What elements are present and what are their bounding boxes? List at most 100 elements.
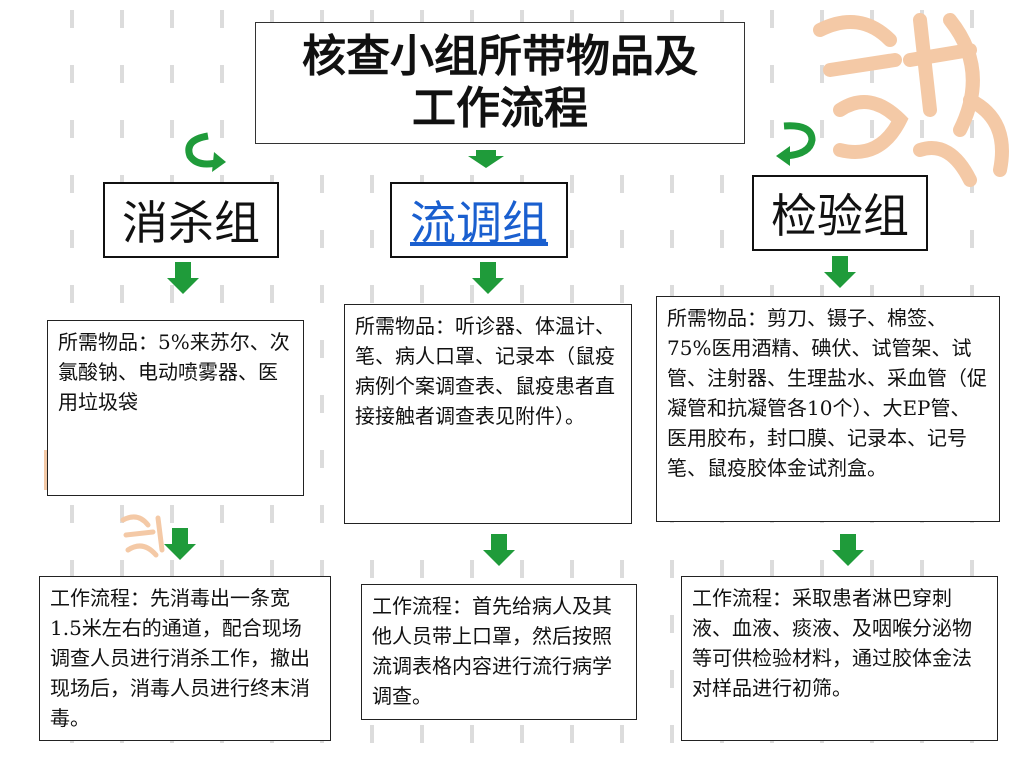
- background-tick: [270, 10, 274, 28]
- group-box-epidemiology[interactable]: 流调组: [390, 182, 568, 258]
- background-tick: [470, 285, 474, 303]
- background-tick: [670, 560, 674, 578]
- group-box-disinfection: 消杀组: [103, 182, 279, 258]
- background-tick: [620, 175, 624, 193]
- background-tick: [420, 725, 424, 743]
- background-tick: [120, 505, 124, 523]
- background-tick: [70, 175, 74, 193]
- background-tick: [570, 10, 574, 28]
- background-tick: [670, 670, 674, 688]
- background-tick: [320, 340, 324, 358]
- background-tick: [470, 10, 474, 28]
- down-arrow-icon: [832, 534, 864, 566]
- title-line-1: 核查小组所带物品及: [302, 31, 698, 82]
- background-tick: [220, 285, 224, 303]
- diagram-title: 核查小组所带物品及 工作流程: [255, 22, 745, 144]
- background-tick: [970, 285, 974, 303]
- background-tick: [70, 230, 74, 248]
- background-tick: [170, 120, 174, 138]
- background-tick: [370, 175, 374, 193]
- background-tick: [620, 10, 624, 28]
- background-tick: [970, 10, 974, 28]
- background-tick: [320, 450, 324, 468]
- background-tick: [170, 560, 174, 578]
- background-tick: [270, 505, 274, 523]
- background-tick: [670, 175, 674, 193]
- title-line-2: 工作流程: [412, 83, 588, 134]
- background-tick: [70, 10, 74, 28]
- curved-arrow-icon-right: [776, 122, 816, 166]
- background-tick: [820, 560, 824, 578]
- background-tick: [520, 560, 524, 578]
- background-tick: [670, 615, 674, 633]
- background-tick: [770, 10, 774, 28]
- background-tick: [120, 10, 124, 28]
- background-tick: [820, 285, 824, 303]
- background-tick: [420, 560, 424, 578]
- background-tick: [870, 120, 874, 138]
- background-tick: [770, 65, 774, 83]
- background-tick: [620, 230, 624, 248]
- background-tick: [120, 120, 124, 138]
- background-tick: [720, 230, 724, 248]
- down-arrow-icon-center: [468, 150, 504, 168]
- background-tick: [220, 10, 224, 28]
- workflow-box-disinfection: 工作流程：先消毒出一条宽1.5米左右的通道，配合现场调查人员进行消杀工作，撤出现…: [39, 576, 331, 741]
- background-tick: [520, 725, 524, 743]
- background-tick: [320, 175, 324, 193]
- items-box-testing: 所需物品：剪刀、镊子、棉签、75%医用酒精、碘伏、试管架、试管、注射器、生理盐水…: [656, 296, 1000, 522]
- background-tick: [770, 560, 774, 578]
- background-tick: [70, 65, 74, 83]
- background-tick: [170, 505, 174, 523]
- items-text: 所需物品：5%来苏尔、次氯酸钠、电动喷雾器、医用垃圾袋: [58, 330, 290, 414]
- background-tick: [470, 725, 474, 743]
- background-tick: [620, 560, 624, 578]
- background-tick: [920, 285, 924, 303]
- background-tick: [720, 10, 724, 28]
- background-tick: [370, 285, 374, 303]
- background-tick: [270, 560, 274, 578]
- background-tick: [570, 285, 574, 303]
- workflow-box-epidemiology: 工作流程：首先给病人及其他人员带上口罩，然后按照流调表格内容进行流行病学调查。: [361, 584, 637, 720]
- background-tick: [820, 120, 824, 138]
- background-tick: [820, 10, 824, 28]
- watermark-logo: [813, 13, 1009, 187]
- background-tick: [170, 65, 174, 83]
- background-tick: [320, 395, 324, 413]
- background-tick: [370, 230, 374, 248]
- group-box-testing: 检验组: [752, 175, 928, 251]
- background-tick: [370, 725, 374, 743]
- background-tick: [320, 560, 324, 578]
- background-tick: [420, 10, 424, 28]
- background-tick: [470, 560, 474, 578]
- workflow-text: 工作流程：采取患者淋巴穿刺液、血液、痰液、及咽喉分泌物等可供检验材料，通过胶体金…: [692, 586, 972, 700]
- background-tick: [970, 230, 974, 248]
- background-tick: [570, 230, 574, 248]
- background-tick: [670, 285, 674, 303]
- background-tick: [320, 230, 324, 248]
- curved-arrow-icon-left: [185, 132, 226, 172]
- background-tick: [120, 285, 124, 303]
- group-name-link[interactable]: 流调组: [410, 196, 548, 250]
- background-tick: [770, 120, 774, 138]
- down-arrow-icon: [472, 262, 504, 294]
- background-tick: [870, 65, 874, 83]
- watermark-logo-small: [120, 514, 165, 558]
- background-tick: [370, 560, 374, 578]
- background-tick: [720, 560, 724, 578]
- background-tick: [120, 65, 124, 83]
- background-tick: [320, 10, 324, 28]
- background-tick: [220, 560, 224, 578]
- background-tick: [870, 10, 874, 28]
- background-tick: [620, 725, 624, 743]
- background-tick: [920, 120, 924, 138]
- workflow-box-testing: 工作流程：采取患者淋巴穿刺液、血液、痰液、及咽喉分泌物等可供检验材料，通过胶体金…: [681, 576, 998, 741]
- items-text: 所需物品：剪刀、镊子、棉签、75%医用酒精、碘伏、试管架、试管、注射器、生理盐水…: [667, 306, 987, 480]
- background-tick: [520, 10, 524, 28]
- background-tick: [170, 285, 174, 303]
- background-tick: [570, 560, 574, 578]
- background-tick: [670, 10, 674, 28]
- down-arrow-icon: [167, 262, 199, 294]
- background-tick: [670, 725, 674, 743]
- background-tick: [420, 285, 424, 303]
